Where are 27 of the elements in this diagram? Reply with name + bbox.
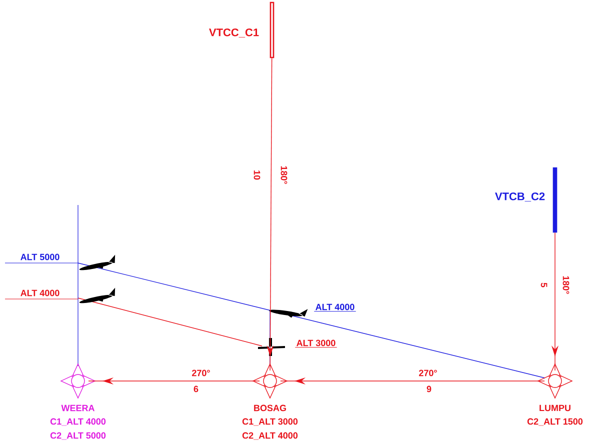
fix-name: VTCC_C1 [209,28,259,38]
distance-label: 5 [540,282,548,288]
fix-name: VTCB_C2 [495,192,545,202]
waypoint-name: WEERA [61,404,94,412]
distance-label: 6 [194,386,198,392]
fix-bar [552,167,558,233]
edge-label: 180° [280,166,288,184]
waypoint-symbol [60,363,96,399]
edge-label: 270° [192,370,210,376]
waypoint-symbol [252,363,288,399]
distance-label: 10 [254,170,260,180]
fix-bar [270,2,274,58]
altitude-constraint: C2_ALT 5000 [50,432,106,440]
altitude-label: ALT 3000 [294,340,338,348]
waypoint-name: LUMPU [540,404,570,412]
waypoint-symbol [537,363,573,399]
altitude-label: ALT 4000 [4,290,78,300]
altitude-constraint: C2_ALT 1500 [527,418,583,426]
edge-label: 180° [562,276,570,294]
altitude-label: ALT 4000 [314,304,356,312]
altitude-constraint: C2_ALT 4000 [242,432,298,440]
distance-label: 9 [426,386,432,392]
altitude-label: ALT 5000 [4,254,78,264]
altitude-constraint: C1_ALT 3000 [242,418,298,426]
waypoint-name: BOSAG [254,404,286,412]
edge-label: 270° [419,370,437,376]
altitude-constraint: C1_ALT 4000 [50,418,106,426]
